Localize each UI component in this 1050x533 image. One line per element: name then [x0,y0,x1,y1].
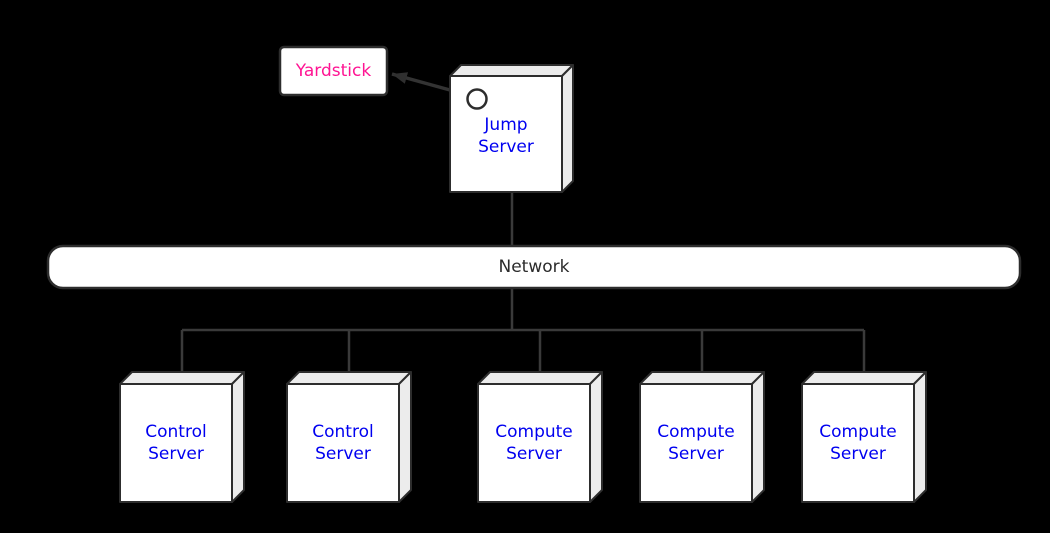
box-front-face [286,383,400,503]
box-top-face [477,371,603,385]
port-circle-icon [466,88,488,110]
box-top-face [119,371,245,385]
network-node [46,244,1022,290]
box-front-face [119,383,233,503]
control-server-2-node [286,371,412,503]
box-front-face [801,383,915,503]
box-side-face [231,371,245,503]
box-side-face [398,371,412,503]
jump-server-node [449,64,574,193]
box-front-face [477,383,591,503]
box-side-face [913,371,927,503]
box-top-face [639,371,765,385]
connector-lines [180,192,866,373]
server-nodes [119,371,927,503]
box-top-face [801,371,927,385]
control-server-1-node [119,371,245,503]
yardstick-node [278,45,389,97]
box-side-face [751,371,765,503]
jump-server-top-face [449,64,574,77]
box-top-face [286,371,412,385]
jump-server-front-face [449,75,563,193]
compute-server-3-node [801,371,927,503]
jump-server-side-face [561,64,574,193]
box-front-face [639,383,753,503]
compute-server-2-node [639,371,765,503]
compute-server-1-node [477,371,603,503]
box-side-face [589,371,603,503]
